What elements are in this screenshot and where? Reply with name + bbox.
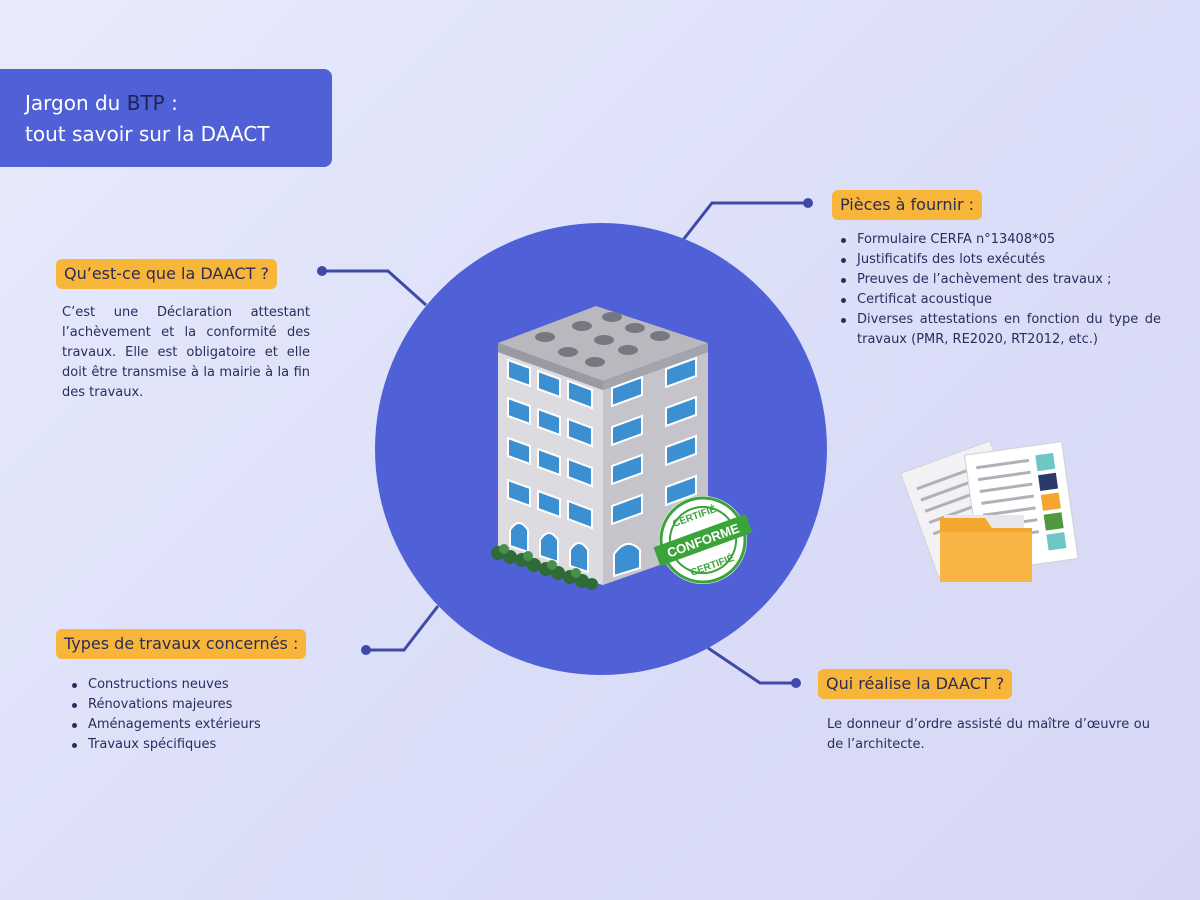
connector-what: [322, 269, 428, 307]
title-banner: Jargon du BTP : tout savoir sur la DAACT: [0, 69, 332, 167]
who-heading: Qui réalise la DAACT ?: [818, 669, 1013, 699]
documents-heading: Pièces à fournir :: [832, 190, 983, 220]
connector-dot-what: [317, 266, 327, 276]
certified-stamp-icon: CERTIFIÉ CONFORME CERTIFIÉ: [653, 496, 753, 584]
list-item: Certificat acoustique: [839, 290, 1161, 310]
documents-list: Formulaire CERFA n°13408*05 Justificatif…: [839, 230, 1161, 350]
title-btp: BTP: [126, 91, 165, 115]
types-heading: Types de travaux concernés :: [56, 629, 307, 659]
types-list: Constructions neuves Rénovations majeure…: [70, 675, 310, 755]
list-item: Travaux spécifiques: [70, 735, 310, 755]
documents-folder-icon: [899, 440, 1079, 582]
title-prefix: Jargon du: [25, 91, 127, 115]
list-item: Aménagements extérieurs: [70, 715, 310, 735]
connectors: [322, 201, 808, 685]
list-item: Rénovations majeures: [70, 695, 310, 715]
who-text: Le donneur d’ordre assisté du maître d’œ…: [827, 717, 1150, 752]
list-item: Preuves de l’achèvement des travaux ;: [839, 270, 1161, 290]
connector-types: [366, 605, 440, 652]
title-line-2: tout savoir sur la DAACT: [25, 122, 270, 146]
title-line-1: Jargon du BTP :: [25, 91, 178, 115]
list-item: Diverses attestations en fonction du typ…: [839, 310, 1161, 350]
connector-documents: [681, 201, 808, 241]
connector-dot-types: [361, 645, 371, 655]
what-text: C’est une Déclaration attestant l’achève…: [62, 305, 310, 400]
what-heading: Qu’est-ce que la DAACT ?: [56, 259, 277, 289]
list-item: Justificatifs des lots exécutés: [839, 250, 1161, 270]
list-item: Formulaire CERFA n°13408*05: [839, 230, 1161, 250]
list-item: Constructions neuves: [70, 675, 310, 695]
connector-dot-documents: [803, 198, 813, 208]
connector-dot-who: [791, 678, 801, 688]
connector-who: [707, 646, 796, 685]
title-suffix: :: [164, 91, 178, 115]
